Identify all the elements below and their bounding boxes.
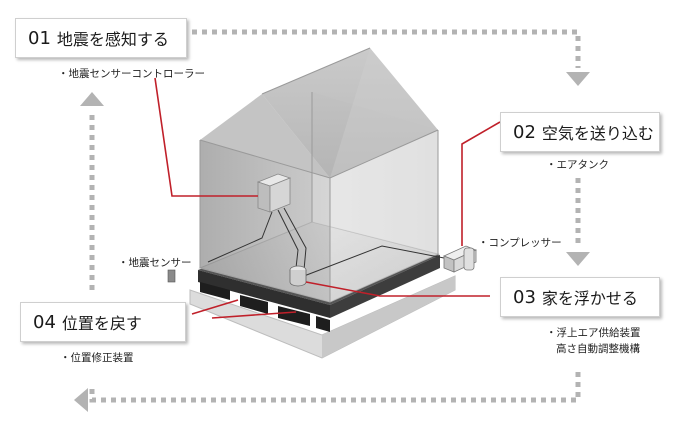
step-01-box: 01 地震を感知する	[15, 18, 187, 58]
label-float-device-2: 高さ自動調整機構	[556, 343, 640, 355]
house-left-wall	[200, 140, 330, 302]
label-air-tank: ・エアタンク	[546, 159, 609, 171]
label-controller: ・地震センサーコントローラー	[58, 68, 205, 80]
step-02-number: 02	[513, 121, 536, 143]
arrowhead-down-2	[566, 252, 590, 266]
leader-float	[305, 281, 490, 297]
step-04-box: 04 位置を戻す	[20, 302, 186, 342]
house-roof-main	[262, 48, 438, 178]
base-frame-right	[330, 255, 440, 318]
step-01-text: 地震を感知する	[56, 30, 169, 49]
arrowhead-down-1	[566, 72, 590, 86]
label-sensor: ・地震センサー	[118, 257, 192, 269]
step-04-text: 位置を戻す	[61, 314, 142, 333]
house-gable	[330, 48, 438, 178]
arrow-03-to-04	[89, 372, 581, 403]
base-beam-3	[278, 306, 310, 326]
arrow-heads	[74, 72, 590, 412]
leader-controller	[154, 77, 258, 197]
step-01-number: 01	[28, 27, 51, 49]
leader-compressor	[461, 121, 501, 246]
flow-arrows	[89, 29, 581, 403]
label-compressor: ・コンプレッサー	[478, 237, 562, 249]
base-beam-1	[200, 282, 230, 300]
leader-restore-1	[191, 299, 239, 315]
compressor-unit	[442, 245, 478, 273]
leader-restore-2	[211, 311, 297, 319]
center-air-unit	[289, 265, 307, 287]
house-roof-left	[200, 94, 330, 178]
sensor-unit	[167, 269, 176, 283]
house-right-wall	[330, 130, 438, 302]
step-02-text: 空気を送り込む	[541, 124, 654, 143]
label-float-device-1: ・浮上エア供給装置	[546, 327, 641, 339]
leader-lines	[154, 77, 501, 319]
step-03-number: 03	[513, 286, 536, 308]
base-beam-4	[316, 316, 330, 332]
house	[198, 47, 440, 303]
step-02-box: 02 空気を送り込む	[500, 112, 660, 152]
arrow-01-to-02	[192, 29, 581, 68]
wiring	[207, 207, 445, 277]
step-03-text: 家を浮かせる	[541, 289, 638, 308]
base-frame-left	[198, 270, 330, 318]
label-restore-device: ・位置修正装置	[60, 352, 134, 364]
controller-box	[256, 173, 292, 213]
arrowhead-left-1	[74, 388, 88, 412]
base-beam-2	[240, 295, 268, 314]
step-04-number: 04	[33, 311, 56, 333]
arrowhead-up-1	[80, 92, 104, 106]
step-03-box: 03 家を浮かせる	[500, 277, 660, 317]
